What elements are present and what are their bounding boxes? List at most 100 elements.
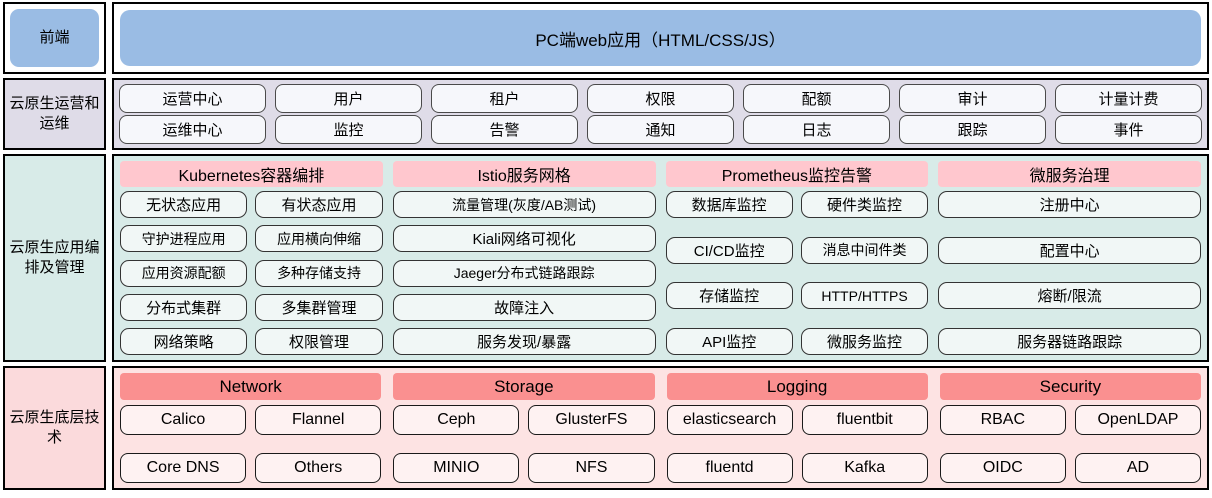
orch-item[interactable]: 应用资源配额: [120, 259, 248, 287]
orch-item-row: CI/CD监控 消息中间件类: [665, 236, 929, 264]
ops-item[interactable]: 计量计费: [1055, 84, 1202, 113]
frontend-web-app-banner[interactable]: PC端web应用（HTML/CSS/JS）: [120, 10, 1201, 66]
orch-item[interactable]: CI/CD监控: [665, 236, 793, 264]
infra-item-row: Core DNS Others: [120, 453, 382, 483]
ops-item[interactable]: 租户: [431, 84, 578, 113]
orch-item[interactable]: Jaeger分布式链路跟踪: [392, 259, 656, 287]
ops-item[interactable]: 告警: [431, 115, 578, 144]
orch-item[interactable]: 熔断/限流: [938, 282, 1201, 310]
ops-item[interactable]: 运维中心: [119, 115, 266, 144]
orch-item[interactable]: 注册中心: [938, 191, 1201, 218]
orch-item[interactable]: 故障注入: [392, 293, 656, 321]
orch-item[interactable]: 无状态应用: [120, 191, 248, 218]
orch-item[interactable]: 多种存储支持: [255, 259, 383, 287]
layer-body-frontend: PC端web应用（HTML/CSS/JS）: [112, 2, 1209, 74]
infra-item-row: fluentd Kafka: [666, 453, 928, 483]
orch-column-items: 数据库监控 硬件类监控 CI/CD监控 消息中间件类 存储监控 HTTP/HTT…: [665, 191, 929, 355]
infra-column-items: Calico Flannel Core DNS Others: [120, 405, 382, 483]
orch-item[interactable]: 微服务监控: [800, 327, 929, 355]
ops-item[interactable]: 跟踪: [899, 115, 1046, 144]
infra-item-row: MINIO NFS: [393, 453, 655, 483]
orch-column-title: Kubernetes容器编排: [120, 161, 383, 187]
infra-item[interactable]: Ceph: [393, 405, 520, 435]
orch-item-row: 应用资源配额 多种存储支持: [120, 259, 383, 287]
orch-column-items: 无状态应用 有状态应用 守护进程应用 应用横向伸缩 应用资源配额 多种存储支持 …: [120, 191, 383, 355]
orch-item-row: 网络策略 权限管理: [120, 328, 383, 355]
orch-item[interactable]: 有状态应用: [255, 191, 383, 218]
infra-item[interactable]: RBAC: [939, 405, 1066, 435]
infra-item[interactable]: AD: [1074, 453, 1201, 483]
orch-item-row: 守护进程应用 应用横向伸缩: [120, 225, 383, 253]
ops-item[interactable]: 配额: [743, 84, 890, 113]
layer-body-orchestration: Kubernetes容器编排 无状态应用 有状态应用 守护进程应用 应用横向伸缩…: [112, 154, 1209, 362]
ops-item[interactable]: 权限: [587, 84, 734, 113]
orch-item[interactable]: 配置中心: [938, 236, 1201, 264]
ops-item[interactable]: 运营中心: [119, 84, 266, 113]
orch-item-row: Jaeger分布式链路跟踪: [392, 259, 656, 287]
infra-item[interactable]: GlusterFS: [528, 405, 655, 435]
orch-item[interactable]: 消息中间件类: [800, 236, 929, 264]
orch-item-row: 流量管理(灰度/AB测试): [392, 191, 656, 218]
orch-item[interactable]: HTTP/HTTPS: [800, 282, 929, 310]
orch-item[interactable]: 服务发现/暴露: [392, 328, 656, 355]
orch-item[interactable]: 存储监控: [665, 282, 793, 310]
orch-item[interactable]: 权限管理: [255, 328, 383, 355]
infra-item[interactable]: MINIO: [393, 453, 520, 483]
infra-item[interactable]: OpenLDAP: [1074, 405, 1201, 435]
layer-label-infrastructure: 云原生底层技术: [3, 366, 106, 490]
ops-item[interactable]: 事件: [1055, 115, 1202, 144]
ops-item[interactable]: 通知: [587, 115, 734, 144]
infra-column-items: elasticsearch fluentbit fluentd Kafka: [666, 405, 928, 483]
orch-item[interactable]: API监控: [665, 327, 793, 355]
infra-column-logging: Logging elasticsearch fluentbit fluentd …: [666, 373, 928, 483]
infra-item-row: elasticsearch fluentbit: [666, 405, 928, 435]
orch-item[interactable]: 流量管理(灰度/AB测试): [392, 191, 656, 218]
orch-column-kubernetes: Kubernetes容器编排 无状态应用 有状态应用 守护进程应用 应用横向伸缩…: [120, 161, 383, 355]
infra-column-items: Ceph GlusterFS MINIO NFS: [393, 405, 655, 483]
infra-item-row: Ceph GlusterFS: [393, 405, 655, 435]
orch-item-row: 无状态应用 有状态应用: [120, 191, 383, 218]
orch-column-items: 注册中心 配置中心 熔断/限流 服务器链路跟踪: [938, 191, 1201, 355]
orch-column-prometheus: Prometheus监控告警 数据库监控 硬件类监控 CI/CD监控 消息中间件…: [665, 161, 929, 355]
orch-column-istio: Istio服务网格 流量管理(灰度/AB测试) Kiali网络可视化 Jaege…: [392, 161, 656, 355]
orch-item-row: 分布式集群 多集群管理: [120, 293, 383, 321]
ops-item[interactable]: 监控: [275, 115, 422, 144]
orch-item-row: API监控 微服务监控: [665, 327, 929, 355]
orch-item[interactable]: 多集群管理: [255, 293, 383, 321]
ops-item[interactable]: 审计: [899, 84, 1046, 113]
layer-body-ops: 运营中心 用户 租户 权限 配额 审计 计量计费 运维中心 监控 告警 通知 日…: [112, 78, 1209, 150]
infra-column-security: Security RBAC OpenLDAP OIDC AD: [939, 373, 1201, 483]
layer-row-ops: 云原生运营和运维 运营中心 用户 租户 权限 配额 审计 计量计费 运维中心 监…: [0, 76, 1212, 152]
ops-item[interactable]: 用户: [275, 84, 422, 113]
orch-item[interactable]: 应用横向伸缩: [255, 225, 383, 253]
orch-item[interactable]: 数据库监控: [665, 191, 793, 218]
infra-item[interactable]: NFS: [528, 453, 655, 483]
orch-column-title: 微服务治理: [938, 161, 1201, 187]
infra-item[interactable]: fluentbit: [801, 405, 928, 435]
orch-column-items: 流量管理(灰度/AB测试) Kiali网络可视化 Jaeger分布式链路跟踪 故…: [392, 191, 656, 355]
infra-item[interactable]: fluentd: [666, 453, 793, 483]
infra-column-storage: Storage Ceph GlusterFS MINIO NFS: [393, 373, 655, 483]
orch-item-row: 熔断/限流: [938, 282, 1201, 310]
infra-item[interactable]: Core DNS: [120, 453, 247, 483]
layer-row-frontend: 前端 PC端web应用（HTML/CSS/JS）: [0, 0, 1212, 76]
orch-item-row: Kiali网络可视化: [392, 225, 656, 253]
infra-item[interactable]: Flannel: [255, 405, 382, 435]
orch-item[interactable]: 服务器链路跟踪: [938, 327, 1201, 355]
infra-item[interactable]: Calico: [120, 405, 247, 435]
orch-item[interactable]: 硬件类监控: [800, 191, 929, 218]
orch-item[interactable]: Kiali网络可视化: [392, 225, 656, 253]
ops-item[interactable]: 日志: [743, 115, 890, 144]
infra-item-row: OIDC AD: [939, 453, 1201, 483]
infra-item-row: RBAC OpenLDAP: [939, 405, 1201, 435]
ops-row-2: 运维中心 监控 告警 通知 日志 跟踪 事件: [119, 115, 1202, 144]
infra-item[interactable]: Others: [255, 453, 382, 483]
orch-column-title: Prometheus监控告警: [665, 161, 929, 187]
orch-item[interactable]: 守护进程应用: [120, 225, 248, 253]
infra-item[interactable]: elasticsearch: [666, 405, 793, 435]
orch-item[interactable]: 分布式集群: [120, 293, 248, 321]
infra-item[interactable]: Kafka: [801, 453, 928, 483]
orch-item[interactable]: 网络策略: [120, 328, 248, 355]
infra-item[interactable]: OIDC: [939, 453, 1066, 483]
